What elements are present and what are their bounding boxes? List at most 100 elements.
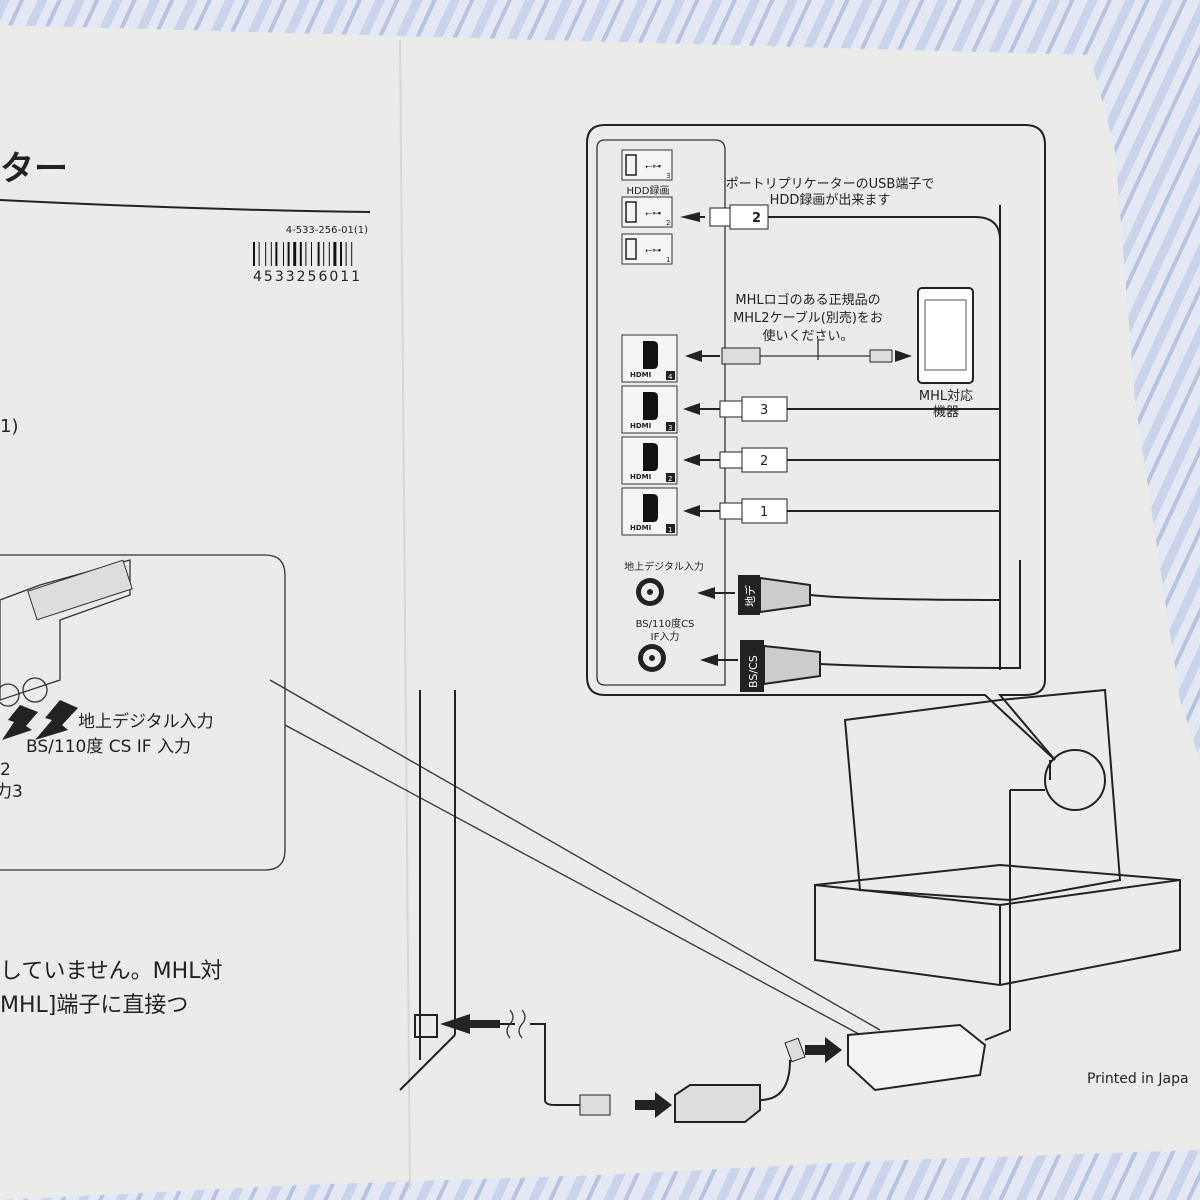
hdmi-cable-3: 3 xyxy=(683,396,1000,422)
dc-cord xyxy=(759,1059,791,1101)
power-cord xyxy=(500,1023,580,1106)
plug-terrestrial-label: 地デ xyxy=(743,585,757,607)
replicator-illustration xyxy=(0,559,133,740)
barcode-bar xyxy=(270,242,272,266)
usb-icon: ⭠⊶ xyxy=(645,209,661,219)
barcode-bar xyxy=(253,242,255,266)
barcode-bar xyxy=(333,242,337,266)
hdmi-port-4: HDMI 4 xyxy=(621,334,678,383)
printed-in: Printed in Japa xyxy=(1087,1071,1189,1087)
barcode-bar xyxy=(293,242,297,266)
mhl-cable xyxy=(760,340,870,360)
arrow-icon xyxy=(895,350,912,362)
hdmi-port-1: HDMI 1 xyxy=(621,487,678,536)
barcode-bar xyxy=(351,242,353,266)
hdmi-logo: HDMI xyxy=(630,422,651,430)
note-line-2: MHL]端子に直接つ xyxy=(0,993,188,1018)
barcode-bar xyxy=(311,242,312,266)
mhl-device-line-2: 機器 xyxy=(933,405,959,420)
cord-break-icon xyxy=(506,1009,526,1039)
barcode-bar xyxy=(305,242,307,266)
terrestrial-plug: 地デ xyxy=(738,575,811,615)
title-fragment: ター xyxy=(0,149,68,189)
barcode-bar xyxy=(345,242,347,266)
usb-cable-connector xyxy=(729,204,769,230)
usb-port-1: ⭠⊶ 1 xyxy=(621,233,673,265)
callout-fragment-3: 力3 xyxy=(0,782,23,802)
hdmi-port-number: 4 xyxy=(668,373,673,381)
arrow-icon xyxy=(35,700,78,740)
part-number: 4-533-256-01(1) xyxy=(286,225,368,236)
usb-note-line-1: ポートリプリケーターのUSB端子で xyxy=(726,177,935,192)
arrow-icon xyxy=(683,454,700,466)
tv-panel xyxy=(843,688,1122,902)
hdmi-logo: HDMI xyxy=(630,371,651,379)
hdmi-port-number: 2 xyxy=(668,475,672,483)
arrow-icon xyxy=(685,350,702,362)
callout-fragment-2: 2 xyxy=(0,760,11,780)
arrow-icon xyxy=(683,403,700,415)
plug-bs-label: BS/CS xyxy=(747,655,760,688)
barcode-bar xyxy=(287,242,290,266)
title-rule xyxy=(0,199,371,213)
usb-port-number: 1 xyxy=(666,256,670,264)
hdmi-cable-number: 3 xyxy=(760,403,768,418)
usb-icon: ⭠⊶ xyxy=(645,162,661,172)
hdmi-port-2: HDMI 2 xyxy=(621,436,678,485)
mhl-hdmi-plug xyxy=(721,347,761,365)
bs-label-line-2: IF入力 xyxy=(651,630,680,643)
usb-port-number: 2 xyxy=(666,219,670,227)
tv-stand xyxy=(814,863,1181,987)
callout-terrestrial: 地上デジタル入力 xyxy=(78,711,214,732)
plug xyxy=(579,1094,611,1116)
barcode-bar xyxy=(299,242,302,266)
barcode-bar xyxy=(340,242,342,266)
arrow-icon xyxy=(805,1037,842,1063)
fold-line xyxy=(399,39,411,1191)
usb-port-2: ⭠⊶ 2 xyxy=(621,196,673,228)
hdmi-cable-number: 2 xyxy=(760,454,768,469)
barcode-number: 4533256011 xyxy=(253,269,362,285)
arrow-icon xyxy=(683,505,700,517)
usb-port-3: ⭠⊶ 3 xyxy=(621,149,673,181)
barcode-bar xyxy=(283,242,284,266)
wall-corner xyxy=(399,1034,456,1091)
barcode xyxy=(253,242,353,266)
mhl-note-line-1: MHLロゴのある正規品の xyxy=(735,292,880,308)
usb-icon: ⭠⊶ xyxy=(645,246,661,256)
bs-plug: BS/CS xyxy=(740,640,821,692)
connection-panel xyxy=(586,124,1056,761)
hdmi-logo: HDMI xyxy=(630,524,651,532)
dc-plug xyxy=(784,1037,806,1063)
arrow-icon xyxy=(440,1014,500,1034)
arrow-icon xyxy=(680,212,700,222)
usb-cable xyxy=(768,216,1001,241)
connector-detail-box xyxy=(0,554,286,871)
wall-outlet xyxy=(414,1014,438,1038)
terrestrial-label: 地上デジタル入力 xyxy=(624,560,704,573)
arrow-icon xyxy=(635,1092,672,1118)
barcode-bar xyxy=(258,242,260,266)
mhl-device-line-1: MHL対応 xyxy=(919,389,973,404)
arrow-icon xyxy=(697,587,718,666)
bs-cable xyxy=(819,560,1021,670)
mhl-device-icon xyxy=(917,287,974,384)
barcode-bar xyxy=(328,242,330,266)
usb-port-number: 3 xyxy=(666,172,670,180)
zoom-line xyxy=(284,724,871,1041)
hdmi-port-number: 1 xyxy=(668,526,672,534)
callout-bs: BS/110度 CS IF 入力 xyxy=(26,737,191,757)
paper-sheet xyxy=(0,25,1200,1200)
usb-plug xyxy=(709,207,731,227)
hdmi-cable-number: 1 xyxy=(760,505,768,520)
hdmi-logo: HDMI xyxy=(630,473,651,481)
terrestrial-cable xyxy=(809,594,1001,601)
mhl-micro-plug xyxy=(869,349,893,363)
hdmi-cable-1: 1 xyxy=(683,498,1000,524)
paren-fragment: 1) xyxy=(0,416,18,437)
mhl-note-line-2: MHL2ケーブル(別売)をお xyxy=(733,310,883,326)
ac-adapter xyxy=(674,1084,761,1123)
tv-cable xyxy=(984,760,1051,1041)
